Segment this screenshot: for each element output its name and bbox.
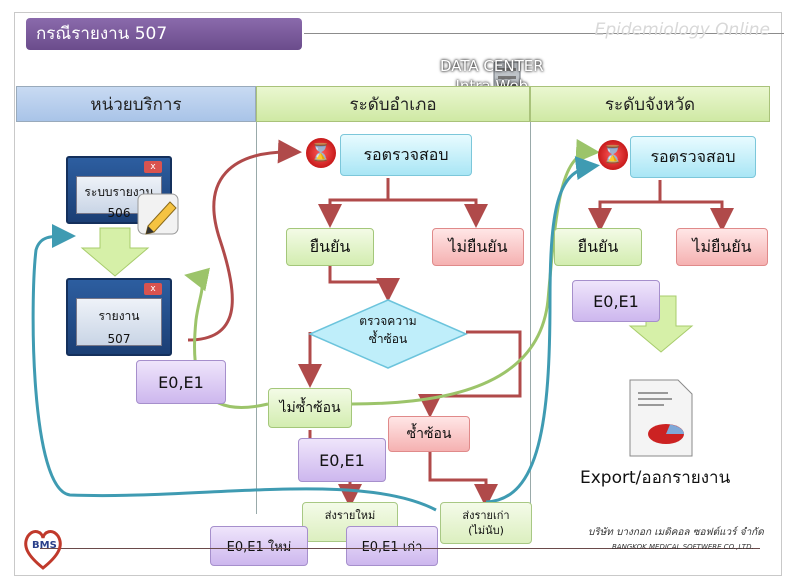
- district-wait-box: รอตรวจสอบ: [340, 134, 472, 176]
- bms-logo-text: BMS: [32, 540, 57, 551]
- bms-logo-icon: [24, 530, 62, 570]
- district-reject-box: ไม่ยืนยัน: [432, 228, 524, 266]
- datacenter-line1: DATA CENTER: [440, 57, 544, 75]
- code-old-callout: E0,E1 เก่า: [346, 526, 438, 566]
- arrow-loop-unit: [31, 224, 437, 512]
- not-duplicate-box: ไม่ซ้ำซ้อน: [268, 388, 352, 428]
- province-reject-box: ไม่ยืนยัน: [676, 228, 768, 266]
- arrow-notdup-back: [184, 267, 269, 410]
- report-document-icon: [629, 379, 693, 457]
- arrow-win-down: [80, 227, 150, 277]
- company-name-en: BANGKOK MEDICAL SOFTWERE CO.,LTD.: [612, 543, 754, 551]
- unit-code-callout: E0,E1: [136, 360, 226, 404]
- arrow-report-to-wait: [187, 139, 302, 342]
- close-icon: x: [144, 161, 162, 173]
- hourglass-icon: ⌛: [306, 138, 336, 168]
- column-divider-2: [530, 122, 531, 514]
- district-confirm-box: ยืนยัน: [286, 228, 374, 266]
- arrow-check-dup: [418, 330, 522, 418]
- report-507-window: x รายงาน 507: [66, 278, 172, 356]
- send-old-box: ส่งรายเก่า (ไม่นับ): [440, 502, 532, 544]
- pencil-icon: [137, 193, 179, 235]
- arrow-loop-province: [485, 156, 600, 504]
- report-507-line2: 507: [107, 332, 131, 346]
- close-icon: x: [144, 283, 162, 295]
- code-new-callout: E0,E1 ใหม่: [210, 526, 308, 566]
- arrow-prov-down: [628, 295, 694, 353]
- footer-divider: [40, 548, 760, 549]
- report-507-line1: รายงาน: [98, 309, 140, 323]
- report-506-line1: ระบบรายงาน: [84, 185, 154, 199]
- district-code-callout: E0,E1: [298, 438, 386, 482]
- column-header-province: ระดับจังหวัด: [530, 86, 770, 122]
- duplicate-box: ซ้ำซ้อน: [388, 416, 470, 452]
- province-wait-box: รอตรวจสอบ: [630, 136, 756, 178]
- send-new-label: ส่งรายใหม่: [324, 508, 376, 522]
- send-old-line2: (ไม่นับ): [468, 524, 504, 537]
- province-code-callout: E0,E1: [572, 280, 660, 322]
- export-label: Export/ออกรายงาน: [580, 468, 731, 488]
- report-506-line2: 506: [107, 206, 131, 220]
- report-507-panel: รายงาน 507: [76, 298, 162, 346]
- province-confirm-box: ยืนยัน: [554, 228, 642, 266]
- duplicate-check-line2: ซ้ำซ้อน: [368, 332, 408, 346]
- duplicate-check-diamond: [308, 299, 468, 369]
- duplicate-check-label: ตรวจความ ซ้ำซ้อน: [340, 312, 436, 348]
- page-title: กรณีรายงาน 507: [26, 18, 302, 50]
- column-header-unit: หน่วยบริการ: [16, 86, 256, 122]
- arrow-notdup-to-prov: [351, 138, 600, 406]
- brand-text: Epidemiology Online: [594, 20, 770, 40]
- company-name-th: บริษัท บางกอก เมดิคอล ซอฟต์แวร์ จำกัด: [588, 527, 764, 538]
- arrow-confirm-check: [328, 266, 400, 302]
- column-divider-1: [256, 122, 257, 514]
- send-old-line1: ส่งรายเก่า: [462, 509, 510, 522]
- title-divider: [304, 33, 784, 34]
- duplicate-check-line1: ตรวจความ: [359, 314, 417, 328]
- column-header-district: ระดับอำเภอ: [256, 86, 530, 122]
- hourglass-icon: ⌛: [598, 140, 628, 170]
